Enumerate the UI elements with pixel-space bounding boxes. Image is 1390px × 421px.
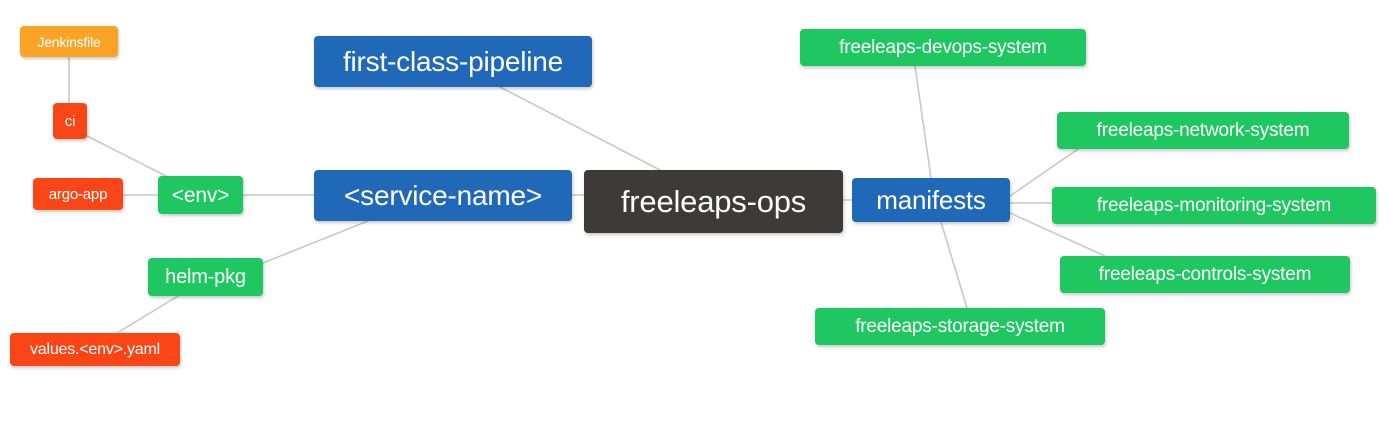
edge-manifests-devops (914, 65, 932, 179)
edge-pipeline-ops (499, 86, 661, 171)
node-values-env-yaml[interactable]: values.<env>.yaml (10, 333, 180, 366)
node-freeleaps-controls-system[interactable]: freeleaps-controls-system (1060, 256, 1350, 293)
node-freeleaps-network-system[interactable]: freeleaps-network-system (1057, 112, 1349, 149)
node-first-class-pipeline[interactable]: first-class-pipeline (314, 36, 592, 87)
node-env[interactable]: <env> (158, 176, 243, 214)
node-manifests[interactable]: manifests (852, 178, 1010, 222)
node-label: values.<env>.yaml (29, 340, 160, 358)
node-ci[interactable]: ci (53, 103, 87, 139)
node-label: argo-app (48, 185, 108, 203)
node-label: freeleaps-devops-system (839, 37, 1047, 58)
edge-manifests-controls (1009, 212, 1106, 257)
node-label: freeleaps-monitoring-system (1096, 195, 1332, 216)
node-label: ci (64, 112, 76, 130)
node-label: freeleaps-network-system (1096, 120, 1310, 141)
edge-manifests-network (1009, 148, 1079, 197)
node-label: freeleaps-ops (620, 184, 807, 219)
node-freeleaps-ops[interactable]: freeleaps-ops (584, 170, 843, 233)
node-label: freeleaps-storage-system (855, 316, 1065, 337)
edge-ci-env (86, 135, 171, 179)
edge-manifests-storage (940, 221, 968, 309)
edge-values-helm-pkg (116, 295, 179, 334)
node-service-name[interactable]: <service-name> (314, 170, 572, 221)
edge-helm-pkg-service-name (262, 220, 369, 264)
node-label: <env> (171, 183, 230, 207)
node-jenkinsfile[interactable]: Jenkinsfile (20, 26, 118, 57)
node-freeleaps-devops-system[interactable]: freeleaps-devops-system (800, 29, 1086, 66)
node-freeleaps-storage-system[interactable]: freeleaps-storage-system (815, 308, 1105, 345)
node-helm-pkg[interactable]: helm-pkg (148, 258, 263, 296)
node-freeleaps-monitoring-system[interactable]: freeleaps-monitoring-system (1052, 187, 1376, 224)
node-label: first-class-pipeline (342, 45, 564, 77)
node-label: <service-name> (344, 179, 542, 211)
node-label: Jenkinsfile (37, 33, 101, 50)
node-label: helm-pkg (165, 266, 246, 288)
node-label: freeleaps-controls-system (1098, 264, 1312, 285)
node-label: manifests (876, 185, 986, 215)
node-argo-app[interactable]: argo-app (33, 178, 123, 210)
